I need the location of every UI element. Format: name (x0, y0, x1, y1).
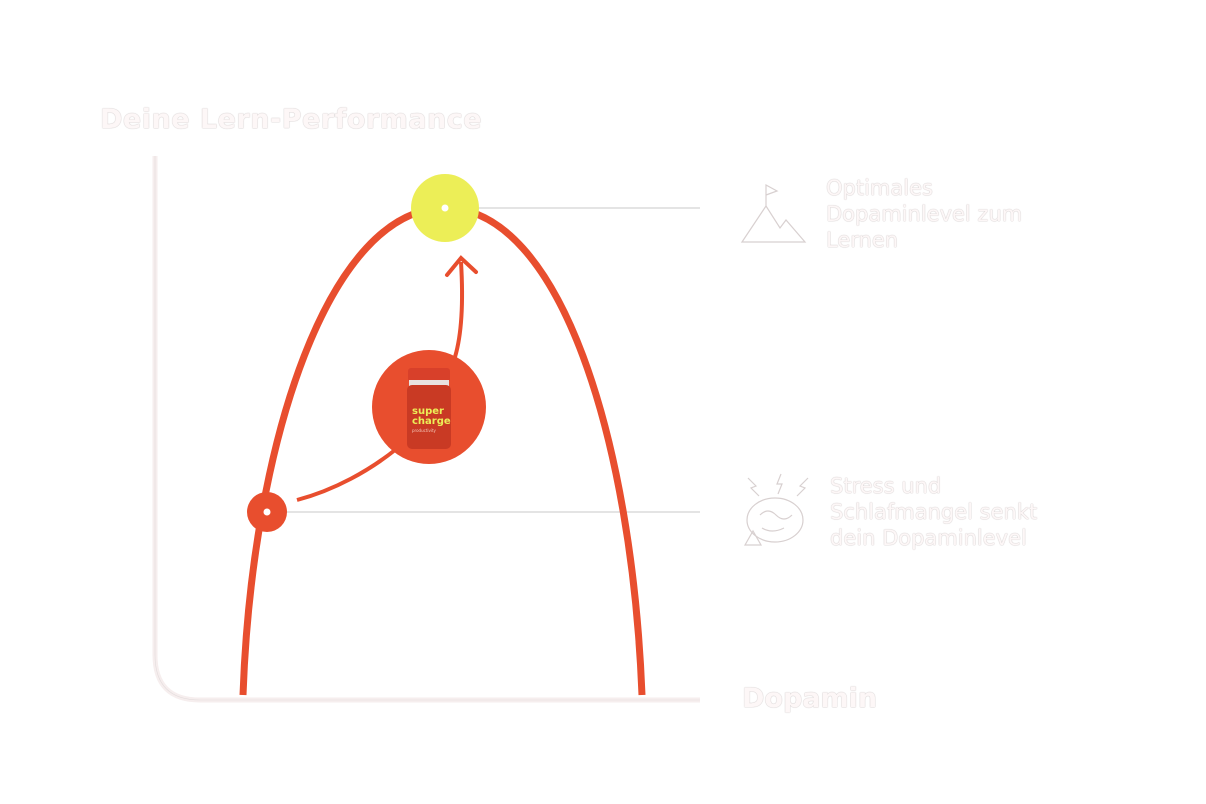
optimal-note: Optimales Dopaminlevel zum Lernen (826, 175, 1022, 253)
mountain-flag-icon (740, 183, 807, 243)
product-badge: super charge productivity (372, 350, 486, 464)
note-line: Dopaminlevel zum (826, 202, 1023, 226)
product-label-2: charge (412, 416, 451, 427)
arrowhead-icon (445, 255, 478, 277)
note-line: dein Dopaminlevel (830, 526, 1027, 550)
stressed-brain-icon (743, 473, 809, 546)
stress-note: Stress und Schlafmangel senkt dein Dopam… (830, 473, 1037, 551)
note-line: Optimales (826, 176, 933, 200)
x-axis-label: Dopamin (742, 683, 878, 714)
product-tag: productivity (412, 428, 437, 433)
product-label-1: super (412, 406, 444, 417)
boost-arrow-upper (453, 261, 465, 358)
boost-arrow-lower (296, 448, 397, 502)
chart-title: Deine Lern-Performance (100, 104, 483, 135)
note-line: Lernen (826, 228, 899, 252)
note-line: Stress und (830, 474, 942, 498)
note-line: Schlafmangel senkt (830, 500, 1038, 524)
